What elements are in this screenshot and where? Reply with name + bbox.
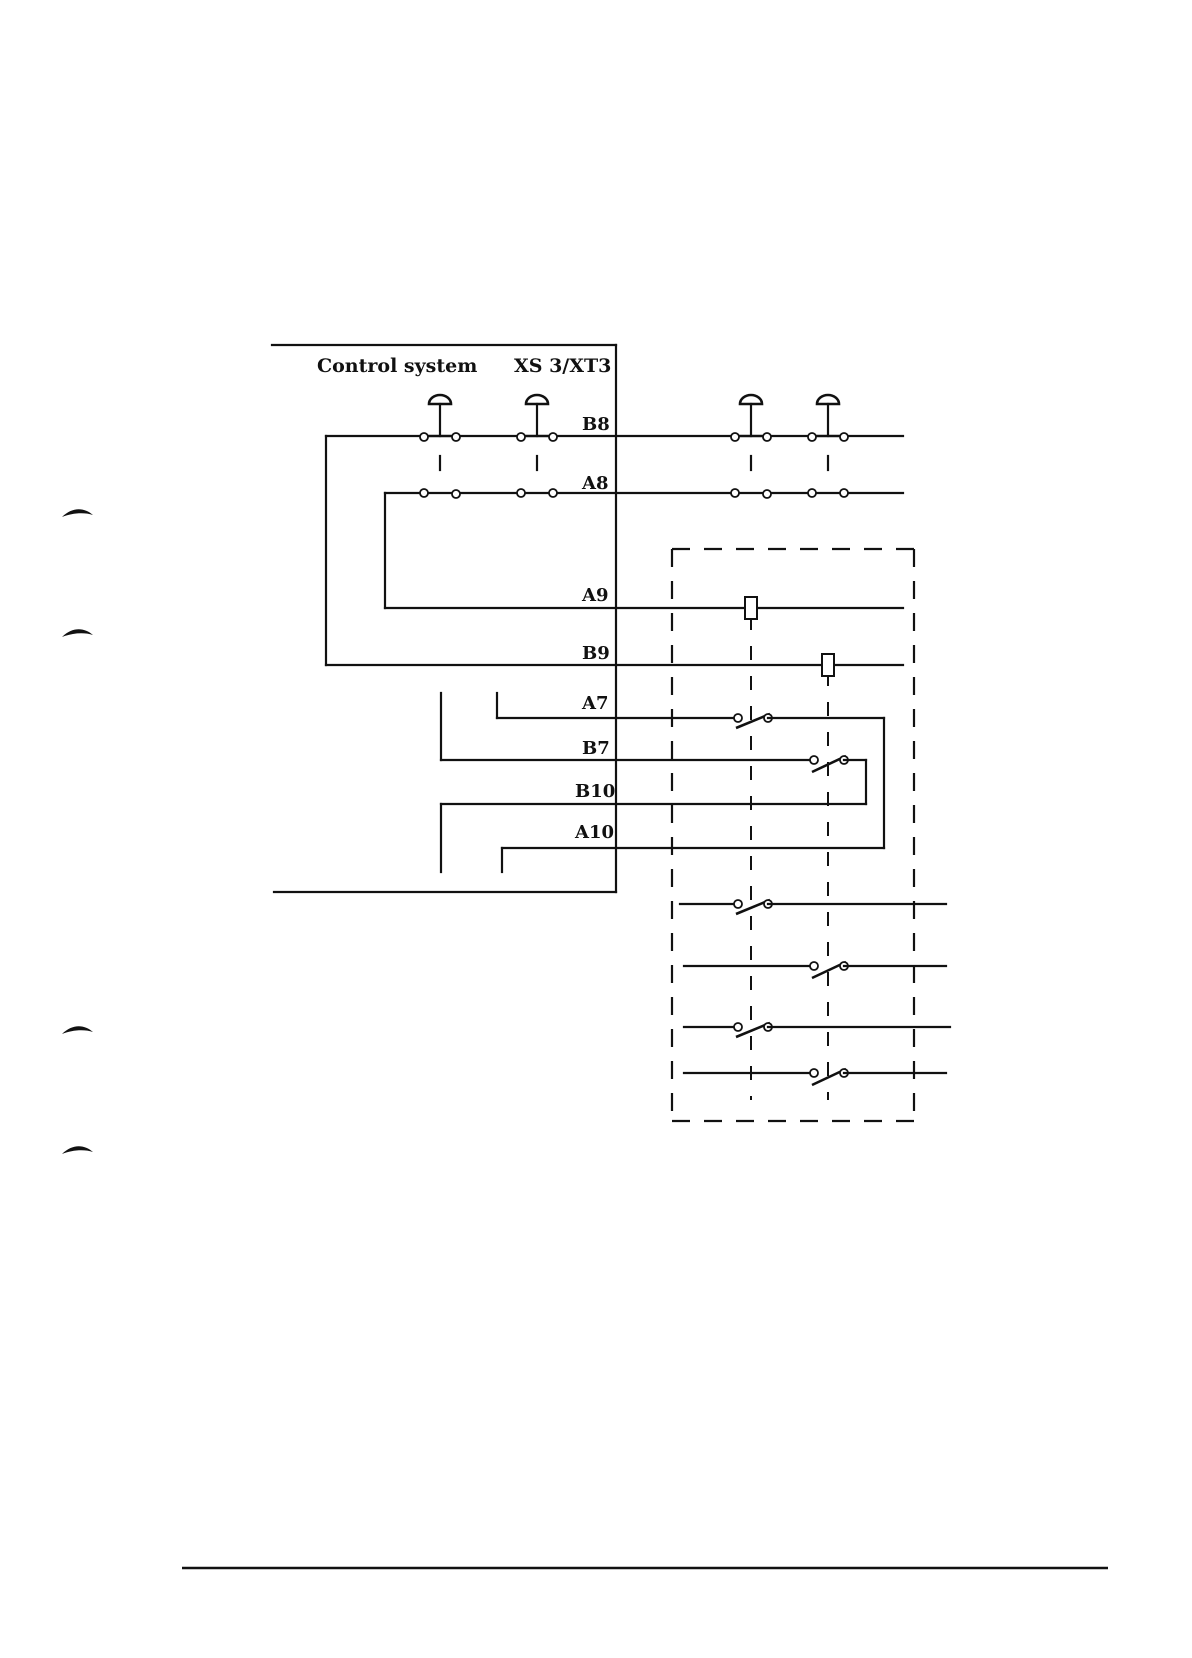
output-contact-2 <box>684 962 946 978</box>
pushbutton-3 <box>740 395 762 436</box>
panel-title: Control system <box>317 355 477 377</box>
line-a10: A10 <box>502 822 884 872</box>
output-contact-3 <box>684 1023 950 1037</box>
output-contacts <box>680 900 950 1085</box>
terminal-a9: A9 <box>581 585 609 606</box>
pushbutton-heads <box>424 395 844 470</box>
pushbutton-4 <box>817 395 839 436</box>
terminal-a7: A7 <box>581 693 609 714</box>
terminal-b9: B9 <box>582 643 610 664</box>
pushbutton-1 <box>429 395 451 436</box>
connector-label: XS 3/XT3 <box>514 355 611 377</box>
line-b8: B8 <box>326 414 903 665</box>
output-contact-1 <box>680 900 946 914</box>
relay-enclosure <box>672 549 916 1121</box>
relay-coil-1 <box>745 597 757 619</box>
control-system-panel: Control system XS 3/XT3 <box>272 345 616 892</box>
line-b9: B9 <box>326 643 903 676</box>
line-b10: B10 <box>441 781 866 872</box>
line-a9: A9 <box>385 585 903 619</box>
pushbutton-2 <box>526 395 548 436</box>
terminal-b10: B10 <box>575 781 615 802</box>
line-a8: A8 <box>385 473 903 608</box>
terminal-b7: B7 <box>582 738 610 759</box>
terminal-a10: A10 <box>574 822 614 843</box>
binder-marks <box>62 509 93 1154</box>
output-contact-4 <box>684 1069 946 1085</box>
terminal-b8: B8 <box>582 414 610 435</box>
line-b7: B7 <box>441 693 866 804</box>
relay-coil-2 <box>822 654 834 676</box>
terminal-a8: A8 <box>581 473 609 494</box>
line-a7: A7 <box>497 693 884 848</box>
